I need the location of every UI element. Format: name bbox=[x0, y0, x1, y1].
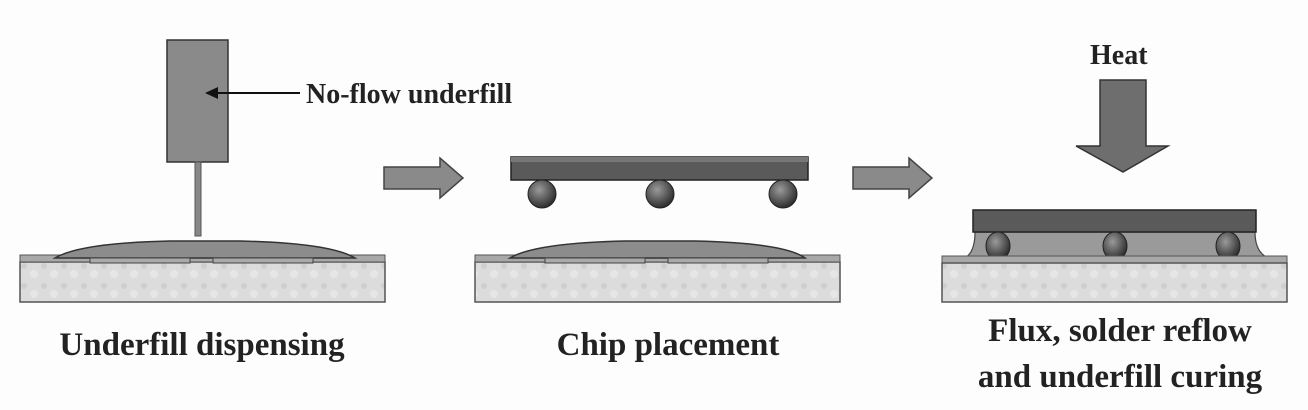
step-arrow-1 bbox=[383, 156, 465, 200]
dispenser-needle bbox=[194, 161, 202, 237]
pointer-arrow-head bbox=[205, 87, 218, 99]
heat-arrow bbox=[1075, 79, 1171, 173]
panel-underfill-dispensing bbox=[19, 39, 386, 303]
chip bbox=[972, 209, 1257, 233]
solder-ball bbox=[527, 179, 557, 209]
solder-ball bbox=[768, 179, 798, 209]
step3-caption-line1: Flux, solder reflow bbox=[988, 313, 1252, 349]
no-flow-underfill-label: No-flow underfill bbox=[306, 79, 513, 110]
step2-caption: Chip placement bbox=[556, 327, 780, 363]
pad bbox=[667, 257, 769, 264]
pad bbox=[212, 257, 314, 264]
substrate-layer bbox=[941, 255, 1288, 264]
underfill-dome bbox=[52, 240, 358, 259]
substrate bbox=[19, 261, 386, 303]
panel-reflow-curing bbox=[941, 79, 1288, 303]
heat-label: Heat bbox=[1090, 40, 1148, 71]
substrate bbox=[941, 262, 1288, 303]
chip-top bbox=[511, 157, 808, 162]
pad bbox=[89, 257, 191, 264]
step-arrow-2 bbox=[852, 156, 934, 200]
solder-ball bbox=[645, 179, 675, 209]
step3-caption-line2: and underfill curing bbox=[977, 359, 1263, 395]
dispenser-body bbox=[166, 39, 229, 163]
substrate bbox=[474, 261, 841, 303]
step1-caption: Underfill dispensing bbox=[59, 327, 345, 363]
pad bbox=[544, 257, 646, 264]
underfill-dome bbox=[507, 240, 808, 259]
panel-chip-placement bbox=[474, 156, 841, 303]
